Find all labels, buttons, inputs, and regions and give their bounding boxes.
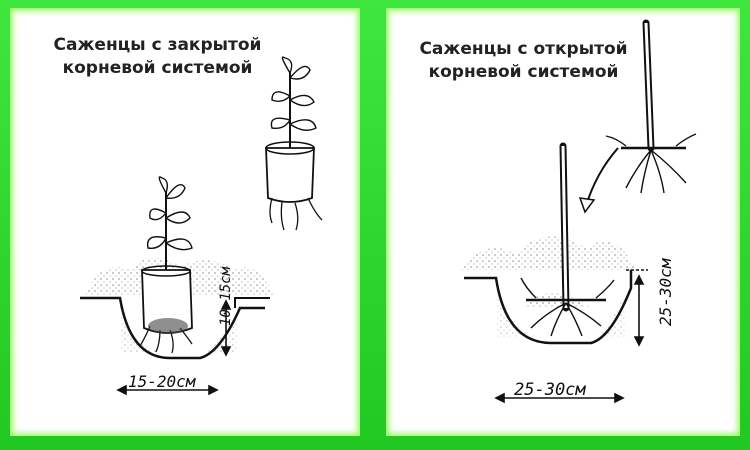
top-trunk-highlight (644, 22, 653, 149)
panel-closed-root: Саженцы с закрытой корневой системой (10, 8, 360, 436)
panel-open-root: Саженцы с открытой корневой системой (386, 8, 740, 436)
open-root-illustration (461, 19, 697, 404)
title-line-2: корневой системой (62, 58, 253, 78)
pot-leaves (270, 56, 317, 131)
seedling-leaves (146, 176, 193, 251)
spread-roots (520, 277, 615, 337)
title-line-1: Саженцы с открытой (419, 39, 628, 59)
closed-root-illustration (80, 56, 323, 396)
width-arrow (494, 392, 625, 404)
width-label: 15-20см (128, 372, 196, 391)
trunk-highlight (561, 145, 568, 309)
panel-title-closed: Саженцы с закрытой корневой системой (45, 34, 270, 80)
soil-mound (461, 236, 636, 270)
ground-step (234, 297, 270, 308)
soil-fill (496, 280, 626, 338)
width-arrow (116, 384, 219, 396)
depth-label: 10-15см (218, 266, 234, 326)
pot-roots (269, 197, 323, 231)
transfer-arrow (578, 147, 619, 214)
title-line-2: корневой системой (428, 62, 619, 82)
panel-title-open: Саженцы с открытой корневой системой (416, 38, 631, 84)
depth-arrow (626, 269, 648, 347)
top-roots (605, 133, 697, 194)
roots (139, 325, 193, 354)
width-label: 25-30см (514, 380, 586, 400)
title-line-1: Саженцы с закрытой (53, 35, 262, 55)
pot (265, 147, 315, 203)
depth-label: 25-30см (656, 258, 675, 326)
root-mass (148, 318, 188, 334)
depth-arrow (220, 299, 232, 357)
